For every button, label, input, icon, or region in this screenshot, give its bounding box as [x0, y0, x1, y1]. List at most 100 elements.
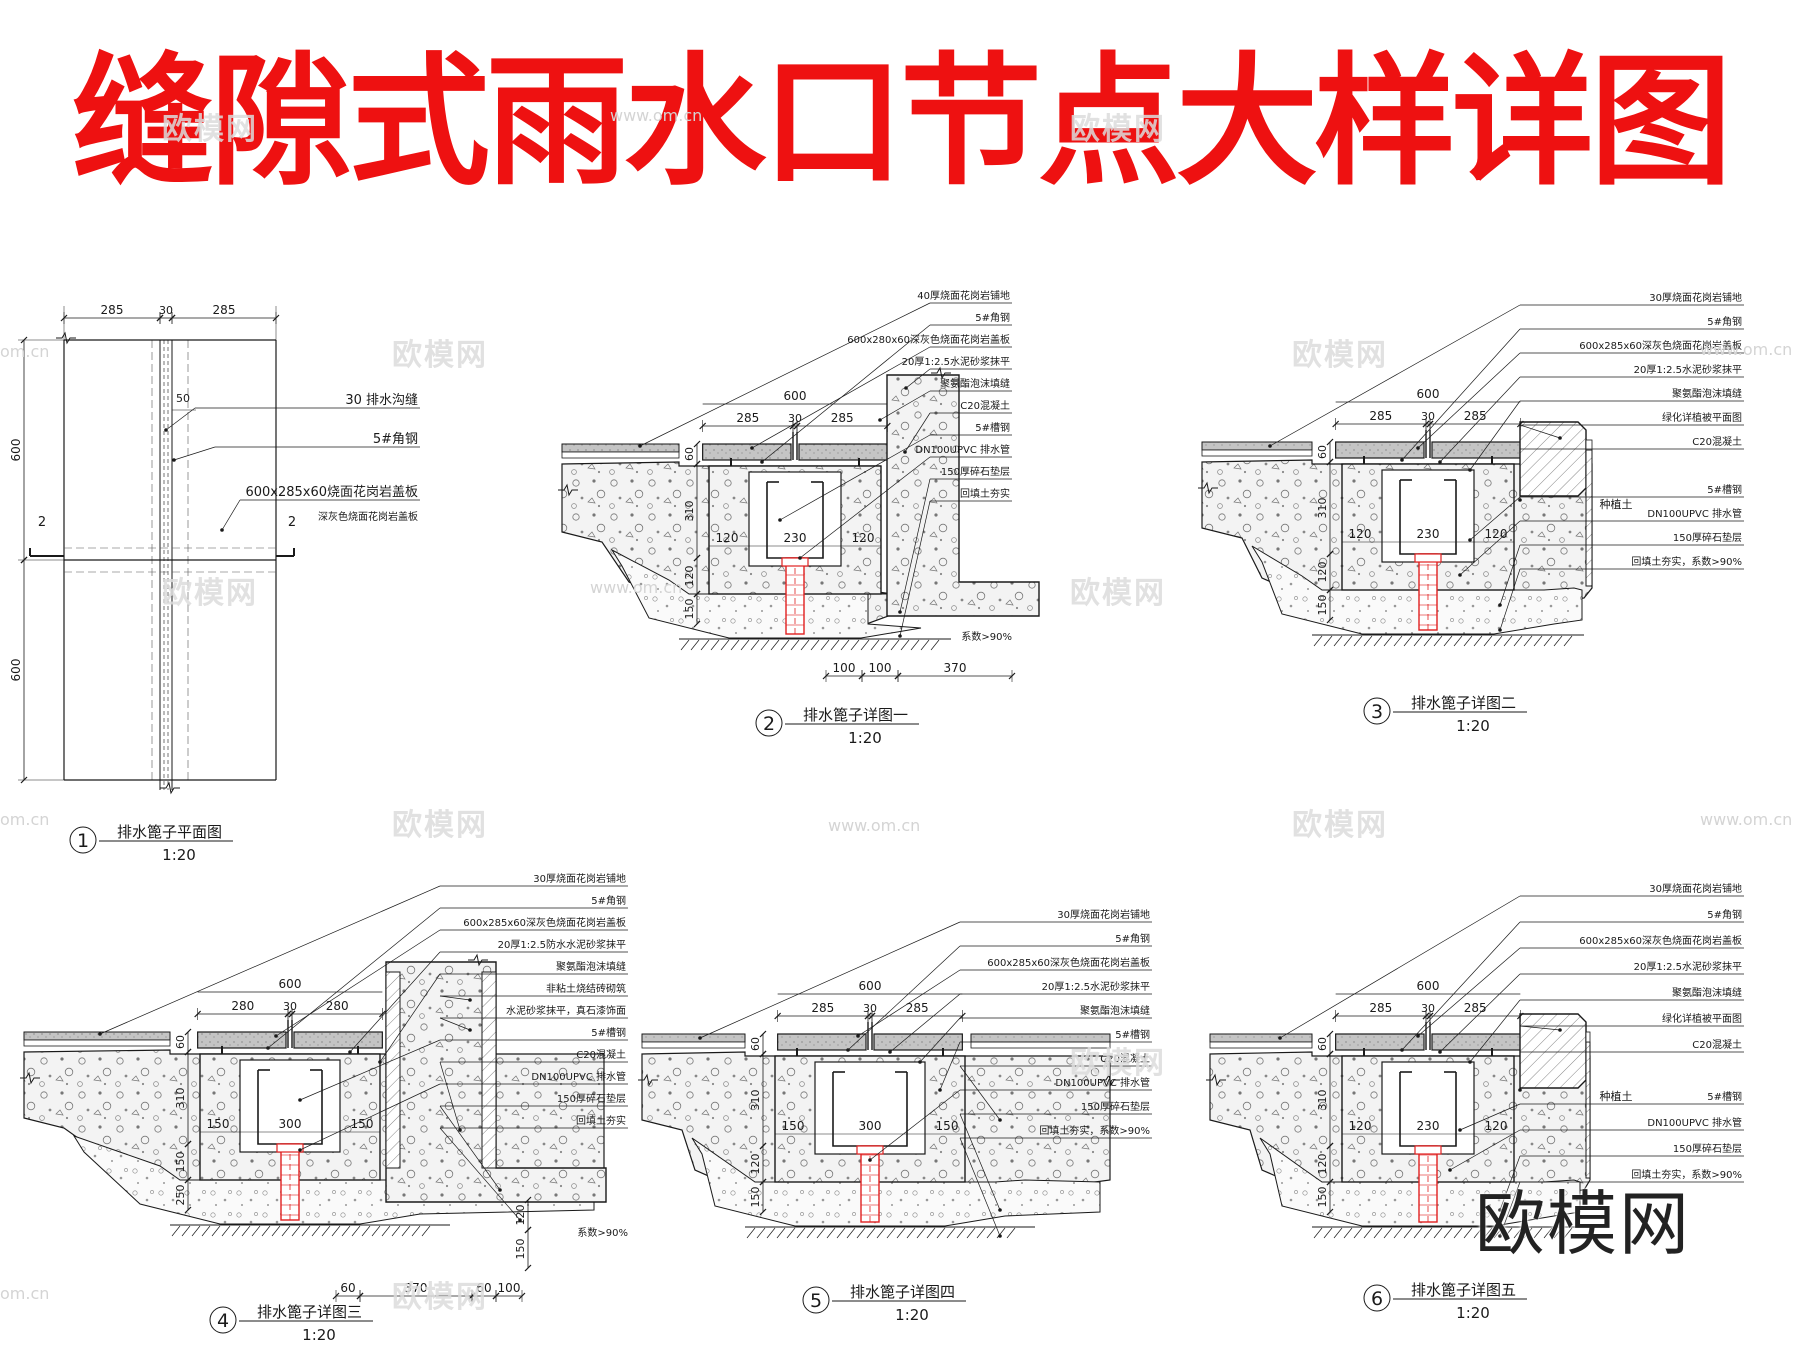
watermark-text: 欧模网 — [392, 338, 488, 373]
dimension-label: 285 — [906, 1001, 929, 1015]
detail-title: 排水篦子详图三 — [257, 1303, 362, 1321]
callout-label: 30厚烧面花岗岩铺地 — [533, 872, 626, 885]
callout-label: 聚氨酯泡沫填缝 — [556, 960, 626, 973]
break-mark — [56, 331, 76, 345]
callout-label: C20混凝土 — [960, 399, 1010, 412]
dimension-label: 120 — [683, 566, 696, 587]
line — [800, 639, 810, 651]
line — [700, 639, 710, 651]
dimension-label: 120 — [1485, 1119, 1508, 1133]
line — [321, 1225, 331, 1237]
dimension-label: 120 — [1349, 1119, 1372, 1133]
planting-surface — [1585, 439, 1593, 451]
leader-dot — [1458, 573, 1462, 577]
line — [1439, 376, 1521, 463]
leader-dot — [1458, 1128, 1462, 1132]
watermark-url: www.om.cn — [828, 816, 921, 835]
line — [1006, 1227, 1016, 1239]
watermark-logo: 欧模网 — [1475, 1183, 1691, 1265]
dimension-label: 600 — [279, 977, 302, 991]
line — [1326, 438, 1334, 446]
callout-label: 30厚烧面花岗岩铺地 — [1649, 291, 1742, 304]
dimension-label: 60 — [174, 1035, 187, 1049]
line — [766, 1227, 776, 1239]
line — [331, 1225, 341, 1237]
detail-number: 3 — [1371, 701, 1383, 723]
mortar-bed-left — [1209, 1041, 1313, 1049]
watermark-url: www.om.cn — [610, 106, 703, 125]
line — [1473, 635, 1483, 647]
line — [1449, 1129, 1521, 1171]
dimension-label: 600 — [9, 659, 23, 682]
detail-number-circle — [755, 709, 783, 737]
line — [693, 460, 701, 468]
channel-void — [239, 1059, 341, 1153]
break-mark — [160, 781, 180, 795]
line — [920, 639, 930, 651]
line — [1503, 635, 1513, 647]
line — [1393, 635, 1403, 647]
dimension-label: 310 — [749, 1090, 762, 1111]
planting-surface — [1585, 1031, 1591, 1043]
dimension-label: 600 — [859, 979, 882, 993]
leader-dot — [1438, 1050, 1442, 1054]
line — [191, 1225, 201, 1237]
detail-scale: 1:20 — [162, 846, 196, 864]
planting-soil — [1585, 1041, 1591, 1179]
line — [351, 1225, 361, 1237]
dimension-label: 100 — [498, 1281, 521, 1295]
line — [959, 1113, 1001, 1211]
page-title: 缝隙式雨水口节点大样详图 — [72, 40, 1732, 205]
dimension-label: 285 — [1369, 409, 1392, 423]
watermark-url: om.cn — [0, 810, 50, 829]
line — [1333, 635, 1343, 647]
line — [439, 1127, 521, 1221]
line — [866, 1227, 876, 1239]
watermark-url: www.om.cn — [1700, 340, 1793, 359]
leader-dot — [1498, 1208, 1502, 1212]
line — [251, 1225, 261, 1237]
callout-label: 600x285x60深灰色烧面花岗岩盖板 — [1579, 934, 1742, 947]
dimension-label: 150 — [207, 1117, 230, 1131]
line — [816, 1227, 826, 1239]
dimension-label: 150 — [683, 599, 696, 620]
line — [779, 434, 931, 521]
callout-label: C20混凝土 — [1692, 1038, 1742, 1051]
line — [959, 1065, 1001, 1121]
callout-label: 20厚1:2.5水泥砂浆抹平 — [1634, 363, 1742, 376]
callout-label: 5#角钢 — [591, 894, 626, 907]
dimension-label: 285 — [831, 411, 854, 425]
dimension-label: 600 — [784, 389, 807, 403]
callout-label: 150厚碎石垫层 — [1081, 1100, 1150, 1113]
leader-dot — [998, 1234, 1002, 1238]
line — [349, 951, 441, 1053]
leader-dot — [1268, 444, 1272, 448]
dimension-label: 285 — [1369, 1001, 1392, 1015]
callout-label: C20混凝土 — [576, 1048, 626, 1061]
detail-number: 2 — [763, 713, 775, 735]
line — [211, 1225, 221, 1237]
dimension-label: 120 — [1316, 562, 1329, 583]
line — [746, 1227, 756, 1239]
detail-number-circle — [69, 826, 97, 854]
leader-dot — [938, 1088, 942, 1092]
dimension-label: 120 — [749, 1154, 762, 1175]
dimension-label: 600 — [1417, 387, 1440, 401]
dimension-label: 60 — [1316, 445, 1329, 459]
callout-label: 5#角钢 — [373, 432, 418, 447]
leader-dot — [1558, 436, 1562, 440]
line — [693, 440, 701, 448]
line — [1423, 635, 1433, 647]
dimension-label: 150 — [1316, 1187, 1329, 1208]
callout-label: 600x285x60烧面花岗岩盖板 — [245, 484, 418, 500]
leader-dot — [918, 1060, 922, 1064]
leader-dot — [98, 1032, 102, 1036]
callout-label: 回填土夯实 — [576, 1114, 626, 1127]
callout-label: 系数>90% — [961, 630, 1012, 643]
line — [860, 639, 870, 651]
dimension-label: 285 — [736, 411, 759, 425]
line — [693, 620, 701, 628]
leader-dot — [898, 634, 902, 638]
